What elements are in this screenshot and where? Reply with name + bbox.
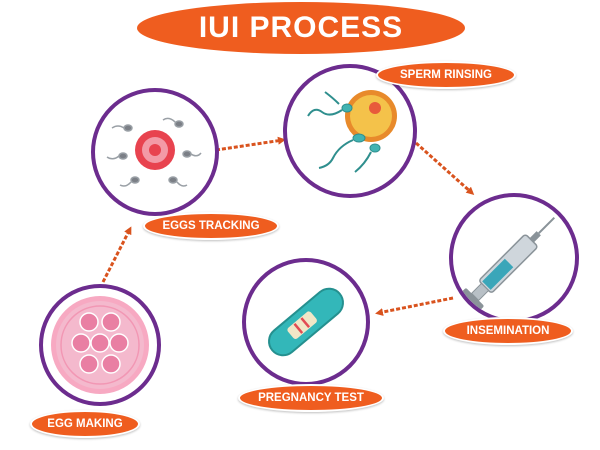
step-eggs-tracking-node	[91, 88, 219, 216]
diagram-title: IUI PROCESS	[137, 2, 465, 54]
step-sperm-rinsing-node	[283, 64, 417, 198]
step-egg-making-label: EGG MAKING	[30, 410, 140, 438]
arrow-egg-making-to-eggs-tracking	[101, 226, 132, 283]
step-sperm-rinsing-label: SPERM RINSING	[376, 61, 516, 89]
egg-with-sperm-icon	[106, 117, 202, 187]
step-pregnancy-test-node	[242, 258, 370, 386]
sperm-fertilization-icon	[307, 90, 397, 173]
arrow-insemination-to-pregnancy-test	[375, 296, 454, 316]
syringe-icon	[462, 216, 556, 310]
egg-cluster-icon	[51, 296, 149, 394]
pregnancy-test-icon	[268, 287, 344, 357]
step-insemination-label: INSEMINATION	[443, 317, 573, 345]
arrow-eggs-tracking-to-sperm-rinsing	[215, 136, 286, 152]
step-egg-making-node	[39, 284, 161, 406]
step-insemination-node	[449, 193, 579, 323]
step-pregnancy-test-label: PREGNANCY TEST	[238, 384, 384, 412]
arrow-sperm-rinsing-to-insemination	[415, 141, 475, 195]
step-eggs-tracking-label: EGGS TRACKING	[143, 212, 279, 240]
